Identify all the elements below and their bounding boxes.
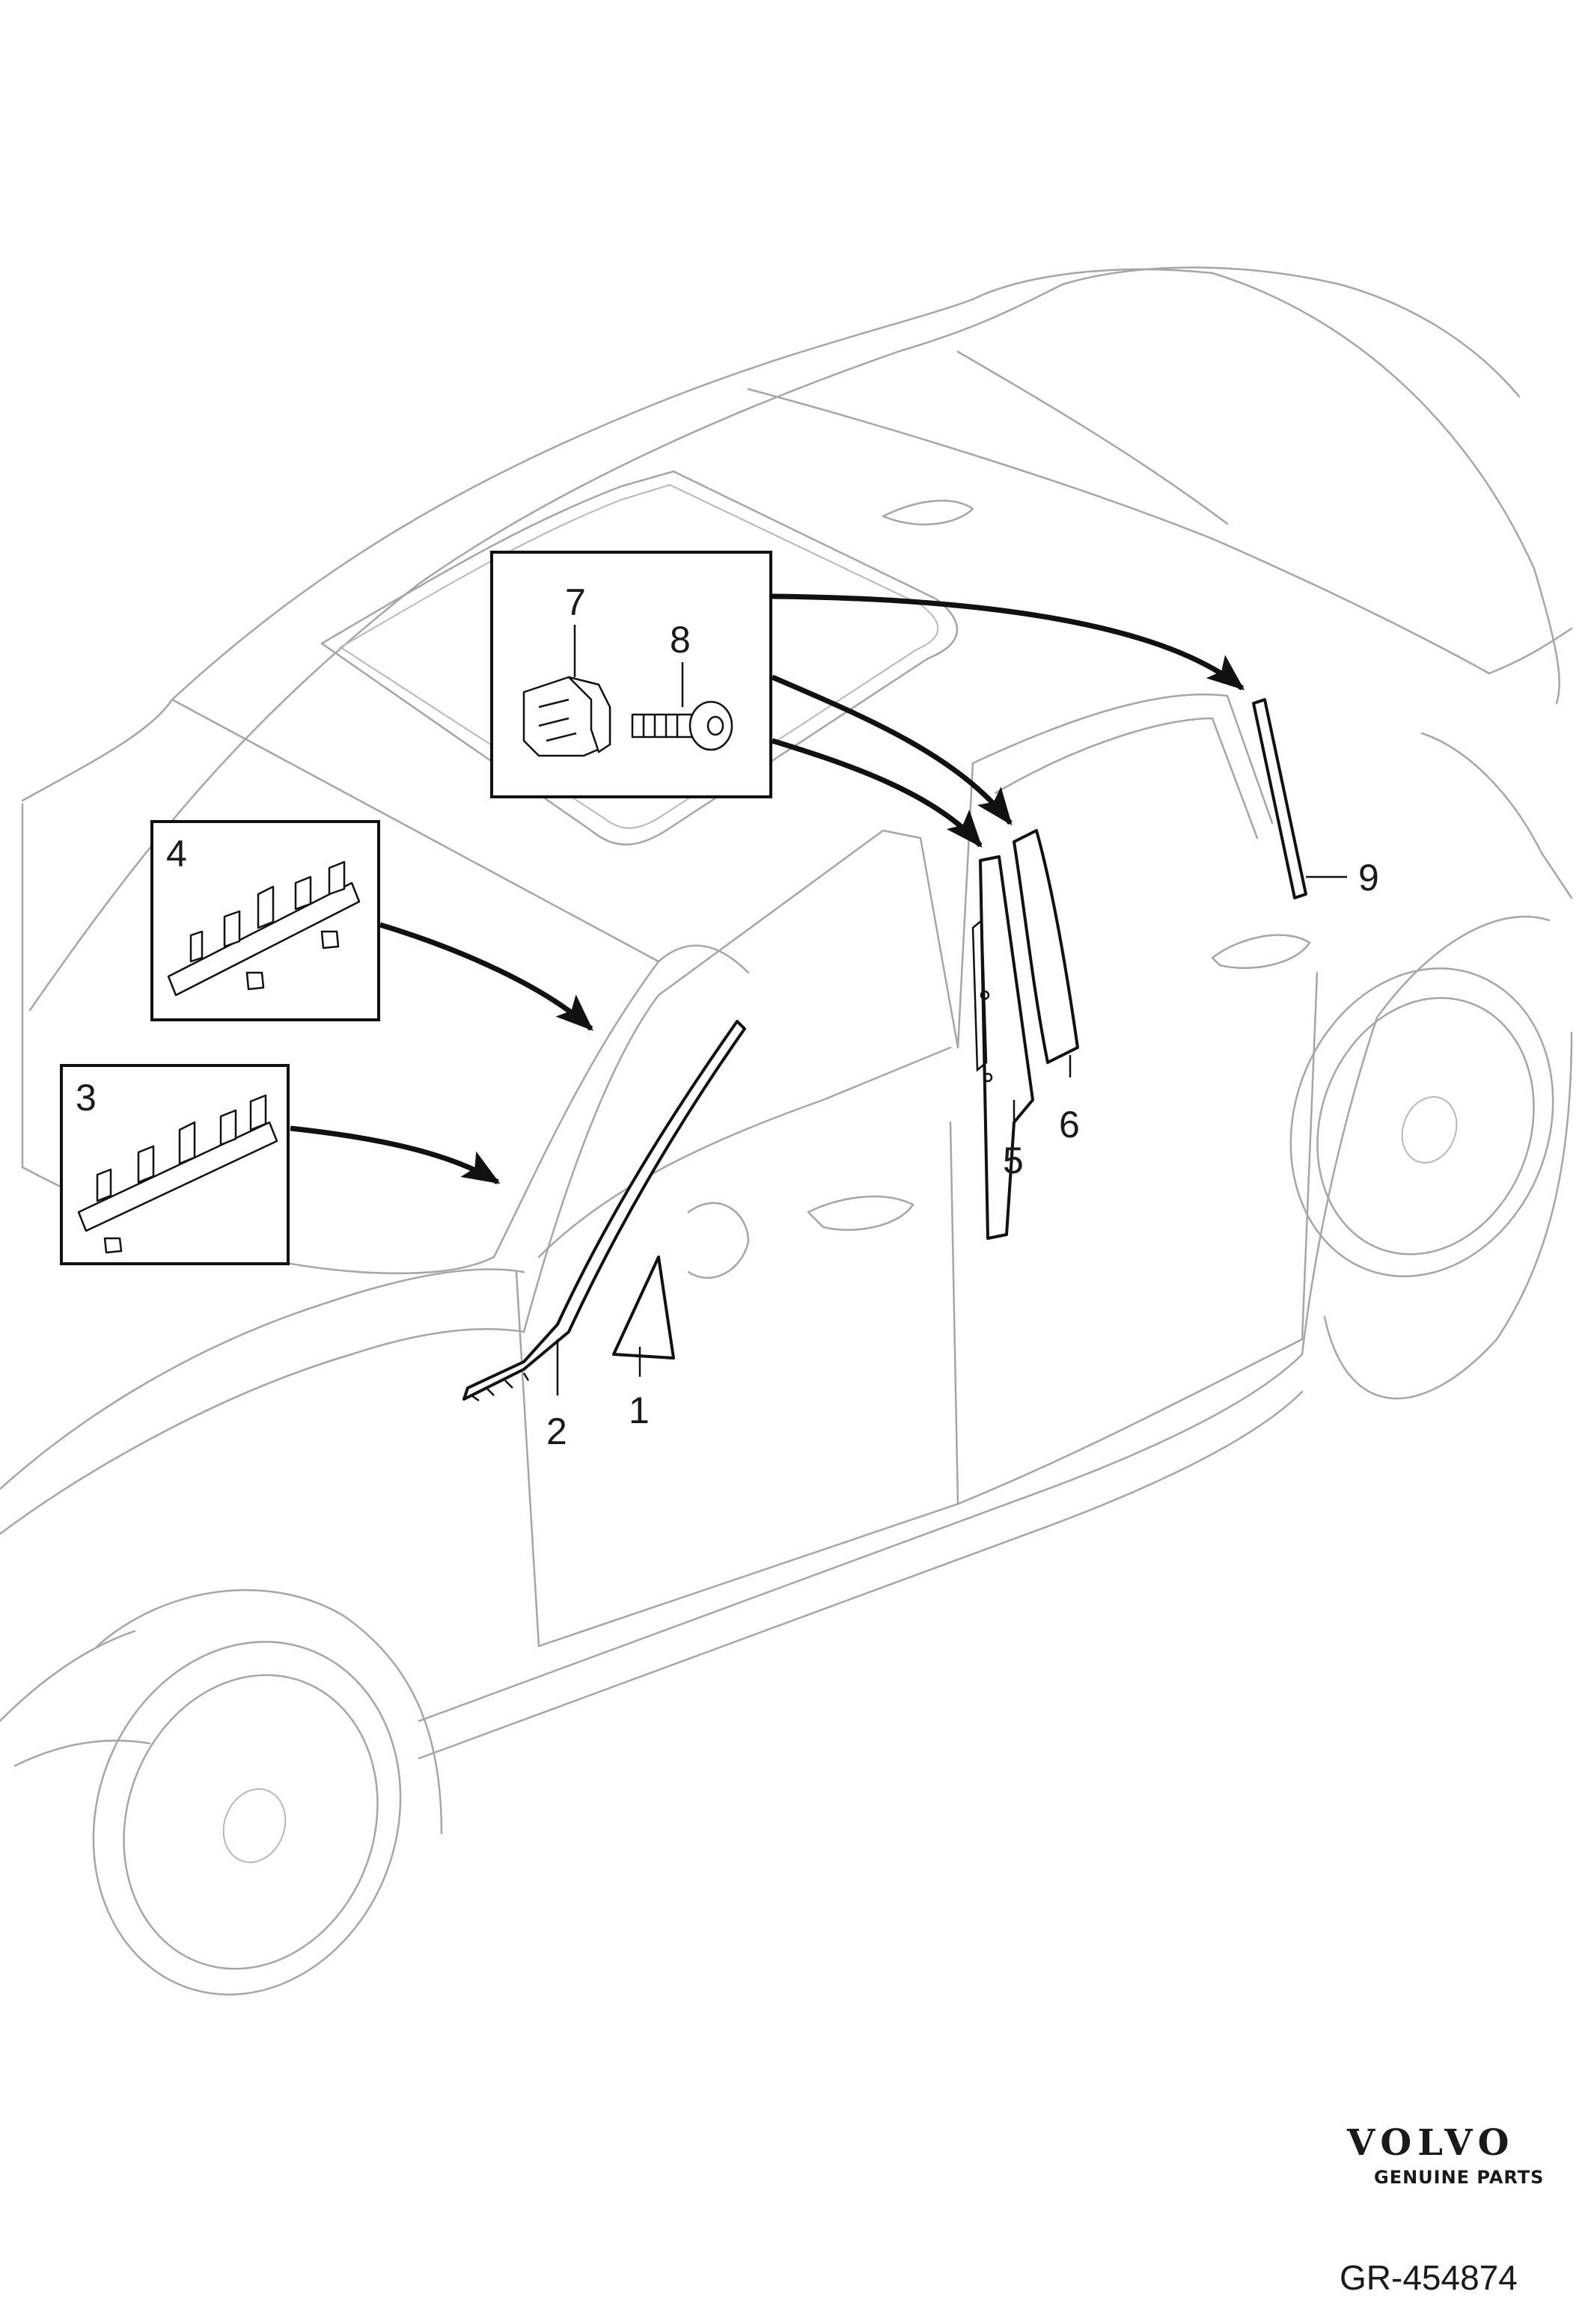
- svg-text:2: 2: [546, 1410, 567, 1452]
- part-9-c-pillar-moulding[interactable]: [1252, 698, 1307, 899]
- detail-box-7-8: 7 8: [490, 551, 772, 798]
- moulding-clip-strip-icon: [167, 860, 361, 997]
- part-6-b-pillar-outer[interactable]: [1013, 829, 1079, 1064]
- callout-1: 1: [629, 1347, 650, 1431]
- callout-9: 9: [1306, 857, 1379, 899]
- svg-text:1: 1: [629, 1389, 650, 1431]
- part-1-triangle-cover[interactable]: [612, 1256, 675, 1360]
- volvo-genuine-parts-logo: VOLVO GENUINE PARTS: [1346, 2122, 1544, 2188]
- callout-2: 2: [546, 1339, 567, 1452]
- svg-text:VOLVO: VOLVO: [1346, 2122, 1515, 2164]
- callout-5: 5: [1003, 1100, 1024, 1181]
- sedan-outline-icon: [0, 266, 1573, 1996]
- figure-reference: GR-454874: [1340, 2258, 1518, 2297]
- part-2-a-pillar-moulding[interactable]: [462, 1020, 746, 1402]
- detail-box-3: 3: [60, 1064, 290, 1265]
- svg-text:5: 5: [1003, 1140, 1024, 1181]
- svg-text:8: 8: [670, 619, 691, 661]
- svg-text:4: 4: [166, 833, 187, 875]
- svg-text:3: 3: [76, 1077, 97, 1119]
- moulding-clip-strip-icon: [77, 1094, 278, 1254]
- callout-6: 6: [1059, 1055, 1080, 1146]
- detail-box-4: 4: [150, 820, 380, 1021]
- push-nut-clip-icon: [522, 676, 611, 757]
- torx-screw-icon: [631, 700, 733, 751]
- svg-text:9: 9: [1358, 857, 1379, 899]
- svg-text:7: 7: [565, 581, 586, 623]
- svg-text:6: 6: [1059, 1104, 1080, 1146]
- svg-text:GENUINE PARTS: GENUINE PARTS: [1374, 2167, 1544, 2188]
- arrows: [290, 593, 1245, 1184]
